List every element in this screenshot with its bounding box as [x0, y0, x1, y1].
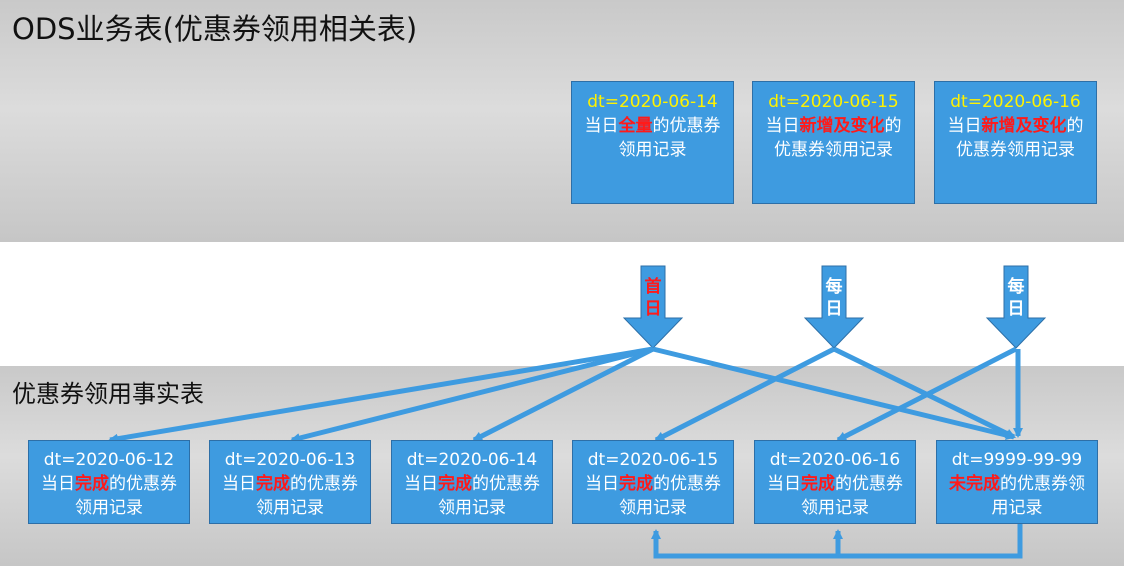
- fact-box-suffix: 的优惠券领用记录: [438, 474, 540, 518]
- fact-box-suffix: 的优惠券领用记录: [256, 474, 358, 518]
- link-daily2-to-0616: [836, 346, 1018, 443]
- block-arrow-daily-2: [985, 265, 1047, 349]
- fact-box-highlight: 未完成: [949, 474, 1000, 494]
- fact-box-prefix: 当日: [767, 474, 801, 494]
- link-first-to-0613: [290, 346, 654, 443]
- fact-box-prefix: 当日: [585, 474, 619, 494]
- fact-box-0616: dt=2020-06-16 当日完成的优惠券领用记录: [754, 440, 916, 524]
- fact-box-highlight: 完成: [75, 474, 109, 494]
- ods-box-date: dt=2020-06-14: [587, 92, 718, 112]
- ods-box-prefix: 当日: [584, 116, 619, 136]
- arrow-label-char-1: 每: [825, 277, 843, 297]
- fact-box-0613: dt=2020-06-13 当日完成的优惠券领用记录: [209, 440, 371, 524]
- fact-box-date: dt=9999-99-99: [951, 450, 1083, 470]
- arrow-label-daily-1: 每 日: [822, 276, 846, 320]
- fact-box-0614: dt=2020-06-14 当日完成的优惠券领用记录: [391, 440, 553, 524]
- ods-box-0616: dt=2020-06-16 当日新增及变化的优惠券领用记录: [934, 81, 1097, 204]
- fact-box-prefix: 当日: [404, 474, 438, 494]
- fact-box-date: dt=2020-06-12: [43, 450, 175, 470]
- fact-section-title: 优惠券领用事实表: [12, 380, 204, 408]
- arrow-label-daily-2: 每 日: [1004, 276, 1028, 320]
- fact-box-prefix: 当日: [41, 474, 75, 494]
- fact-box-date: dt=2020-06-15: [587, 450, 719, 470]
- ods-box-0614: dt=2020-06-14 当日全量的优惠券领用记录: [571, 81, 734, 204]
- fact-box-highlight: 完成: [256, 474, 290, 494]
- fact-box-9999: dt=9999-99-99 未完成的优惠券领用记录: [936, 440, 1098, 524]
- ods-box-suffix: 的优惠券领用记录: [618, 116, 721, 160]
- ods-box-highlight: 新增及变化: [981, 116, 1067, 136]
- link-daily1-to-0615: [654, 346, 836, 443]
- link-first-to-0614: [472, 346, 655, 443]
- fact-box-suffix: 的优惠券领用记录: [991, 474, 1086, 518]
- ods-box-0615: dt=2020-06-15 当日新增及变化的优惠券领用记录: [752, 81, 915, 204]
- fact-box-0615: dt=2020-06-15 当日完成的优惠券领用记录: [572, 440, 734, 524]
- arrow-label-char-1: 每: [1007, 277, 1025, 297]
- ods-box-date: dt=2020-06-16: [950, 92, 1081, 112]
- block-arrow-first-day: [622, 265, 684, 349]
- arrow-label-first-day: 首 日: [641, 276, 665, 320]
- fact-box-date: dt=2020-06-13: [224, 450, 356, 470]
- fact-box-highlight: 完成: [801, 474, 835, 494]
- fact-box-prefix: 当日: [222, 474, 256, 494]
- fact-box-0612: dt=2020-06-12 当日完成的优惠券领用记录: [28, 440, 190, 524]
- block-arrow-daily-1: [803, 265, 865, 349]
- ods-box-suffix: 的优惠券领用记录: [956, 116, 1084, 160]
- ods-box-suffix: 的优惠券领用记录: [774, 116, 902, 160]
- ods-box-highlight: 全量: [618, 116, 653, 136]
- fact-box-highlight: 完成: [619, 474, 653, 494]
- arrow-label-char-1: 首: [644, 277, 662, 297]
- fact-box-date: dt=2020-06-16: [769, 450, 901, 470]
- fact-box-suffix: 的优惠券领用记录: [75, 474, 177, 518]
- fact-box-highlight: 完成: [438, 474, 472, 494]
- link-first-to-9999: [652, 346, 1016, 440]
- ods-box-prefix: 当日: [947, 116, 982, 136]
- ods-box-prefix: 当日: [765, 116, 800, 136]
- ods-box-date: dt=2020-06-15: [768, 92, 899, 112]
- link-first-to-0612: [108, 346, 654, 444]
- link-daily1-to-9999: [832, 346, 1016, 440]
- arrow-label-char-2: 日: [644, 299, 662, 319]
- fact-box-suffix: 的优惠券领用记录: [801, 474, 903, 518]
- arrow-label-char-2: 日: [825, 299, 843, 319]
- arrow-label-char-2: 日: [1007, 299, 1025, 319]
- ods-box-highlight: 新增及变化: [799, 116, 885, 136]
- ods-section-title: ODS业务表(优惠券领用相关表): [12, 12, 418, 46]
- fact-box-date: dt=2020-06-14: [406, 450, 538, 470]
- fact-box-suffix: 的优惠券领用记录: [619, 474, 721, 518]
